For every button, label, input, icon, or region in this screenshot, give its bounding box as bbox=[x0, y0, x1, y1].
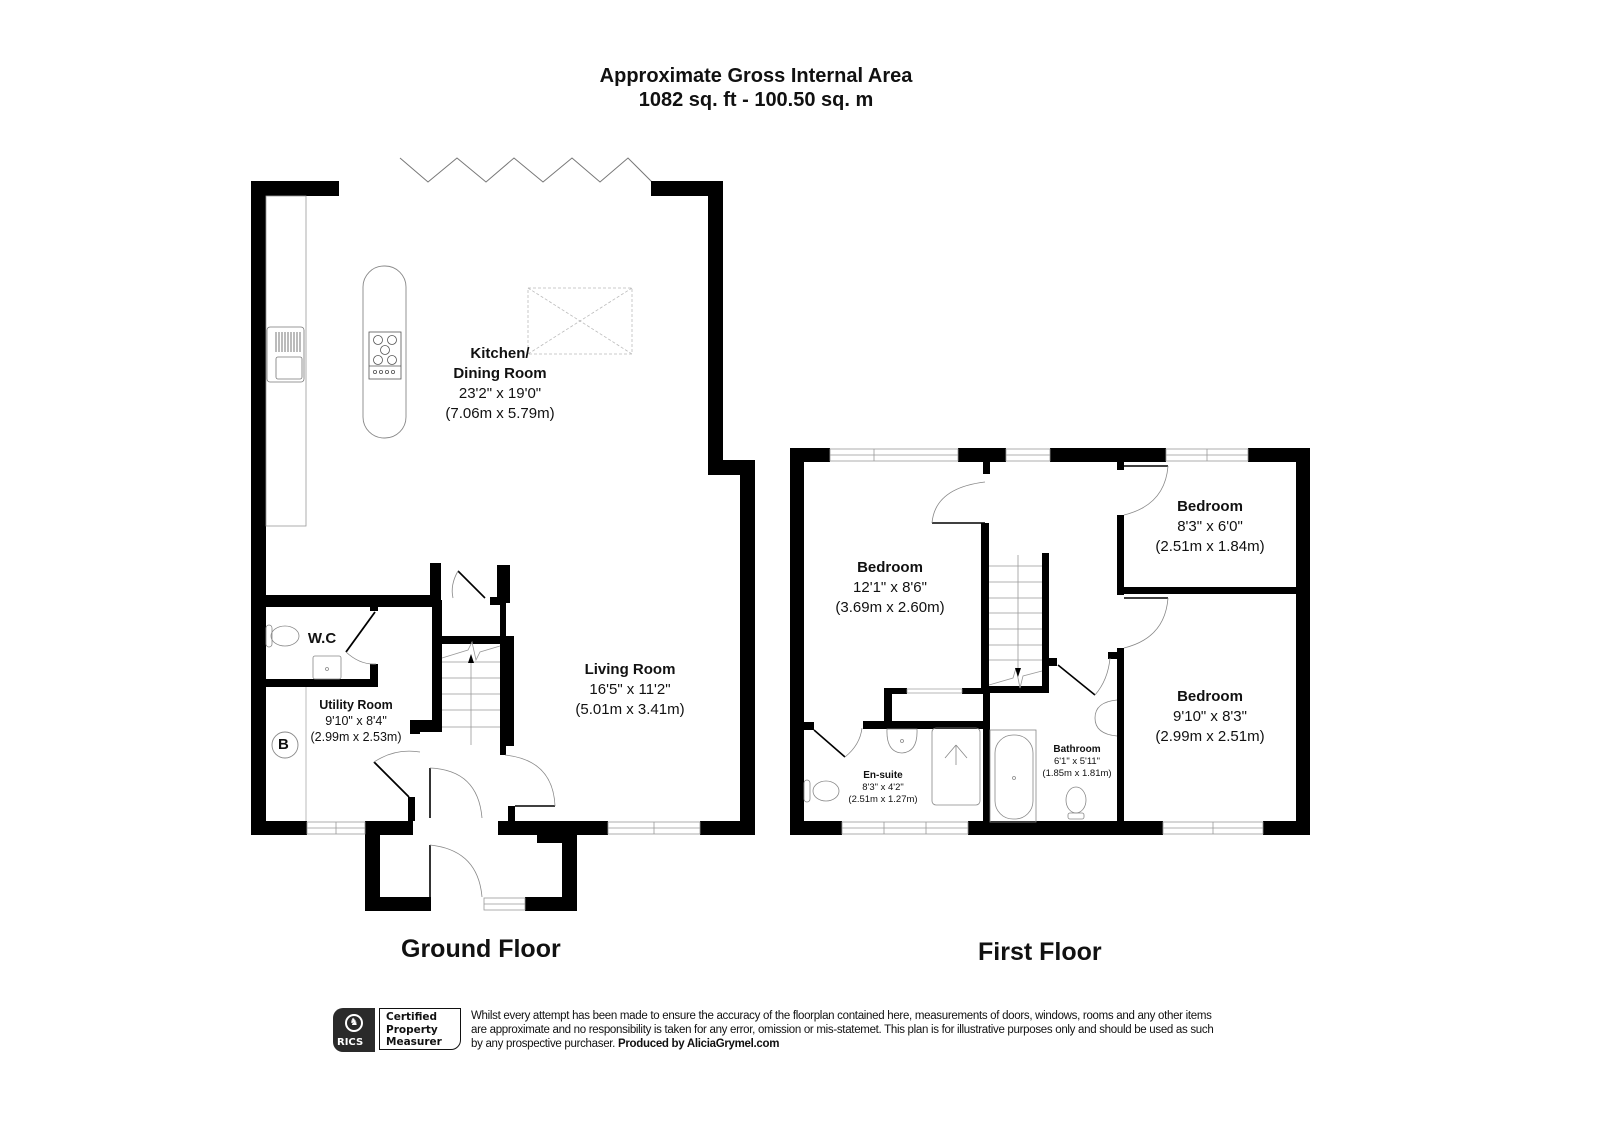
room-name: En-suite bbox=[863, 770, 903, 781]
cert-line-1: Certified bbox=[386, 1011, 438, 1023]
room-dim-metric: (5.01m x 3.41m) bbox=[575, 701, 685, 718]
toilet-icon bbox=[1065, 786, 1087, 814]
area-value: 1082 sq. ft - 100.50 sq. m bbox=[0, 88, 1512, 112]
cert-line-2: Property bbox=[386, 1023, 438, 1036]
producer-credit: Produced by AliciaGrymel.com bbox=[618, 1038, 780, 1050]
room-dim-imperial: 8'3" x 4'2" bbox=[862, 782, 904, 793]
room-dim-metric: (1.85m x 1.81m) bbox=[1042, 768, 1112, 779]
cert-line-3: Measurer bbox=[386, 1036, 442, 1048]
certified-measurer-badge: Certified Property Measurer bbox=[379, 1008, 461, 1050]
room-label-bedroom-3: Bedroom 9'10" x 8'3" (2.99m x 2.51m) bbox=[1140, 687, 1280, 747]
area-title: Approximate Gross Internal Area bbox=[0, 64, 1512, 88]
room-dim-imperial: 12'1" x 8'6" bbox=[853, 579, 927, 596]
area-title-line2: 1082 sq. ft - 100.50 sq. m bbox=[638, 89, 874, 111]
room-dim-imperial: 9'10" x 8'4" bbox=[325, 714, 387, 728]
ground-floor-title: Ground Floor bbox=[401, 935, 561, 963]
room-dim-imperial: 23'2" x 19'0" bbox=[458, 385, 542, 402]
room-dim-imperial: 6'1" x 5'11" bbox=[1053, 756, 1101, 767]
room-dim-metric: (2.51m x 1.27m) bbox=[848, 794, 918, 805]
room-name: Bedroom bbox=[857, 559, 923, 576]
room-name: W.C bbox=[307, 630, 337, 647]
room-label-ensuite: En-suite 8'3" x 4'2" (2.51m x 1.27m) bbox=[838, 770, 928, 806]
room-label-bathroom: Bathroom 6'1" x 5'11" (1.85m x 1.81m) bbox=[1036, 744, 1118, 780]
stair-arrow-icon bbox=[1015, 668, 1021, 677]
room-dim-imperial: 8'3" x 6'0" bbox=[1177, 518, 1243, 535]
room-label-wc: W.C bbox=[300, 629, 344, 649]
room-label-utility-room: Utility Room 9'10" x 8'4" (2.99m x 2.53m… bbox=[296, 697, 416, 745]
disclaimer-body: Whilst every attempt has been made to en… bbox=[471, 1010, 1214, 1050]
shower-icon bbox=[931, 727, 981, 806]
bifold-door-icon bbox=[399, 157, 653, 183]
first-floor-plan bbox=[790, 448, 1310, 835]
kitchen-sink-icon bbox=[266, 326, 305, 383]
stair-arrow-icon bbox=[468, 654, 474, 663]
boiler-label: B bbox=[278, 736, 289, 753]
roof-lantern-icon bbox=[527, 287, 633, 355]
room-name: Bedroom bbox=[1177, 688, 1243, 705]
room-name-line2: Dining Room bbox=[453, 365, 547, 382]
room-dim-metric: (2.99m x 2.51m) bbox=[1155, 728, 1265, 745]
room-dim-imperial: 16'5" x 11'2" bbox=[589, 681, 671, 698]
room-label-bedroom-1: Bedroom 12'1" x 8'6" (3.69m x 2.60m) bbox=[820, 558, 960, 618]
room-dim-metric: (2.99m x 2.53m) bbox=[310, 730, 402, 744]
disclaimer-text: Whilst every attempt has been made to en… bbox=[471, 1009, 1216, 1051]
footer: ♞ RICS Certified Property Measurer Whils… bbox=[333, 1008, 1216, 1052]
basin-icon bbox=[1094, 699, 1118, 737]
area-title-line1: Approximate Gross Internal Area bbox=[599, 65, 913, 87]
ensuite-fixtures bbox=[803, 727, 981, 806]
rics-lion-icon: ♞ bbox=[345, 1014, 363, 1032]
first-floor-title: First Floor bbox=[978, 938, 1102, 966]
room-dim-imperial: 9'10" x 8'3" bbox=[1173, 708, 1247, 725]
rics-logo: ♞ RICS bbox=[333, 1008, 375, 1052]
room-dim-metric: (2.51m x 1.84m) bbox=[1155, 538, 1265, 555]
room-dim-metric: (7.06m x 5.79m) bbox=[445, 405, 555, 422]
basin-icon bbox=[312, 655, 342, 680]
bath-icon bbox=[994, 734, 1034, 820]
bathroom-fixtures bbox=[989, 699, 1118, 823]
first-floor-stairs bbox=[988, 555, 1043, 689]
room-name: Bathroom bbox=[1053, 744, 1101, 755]
hob-icon bbox=[368, 331, 402, 380]
toilet-icon bbox=[265, 624, 300, 648]
room-name: Kitchen/ bbox=[470, 345, 530, 362]
room-name: Bedroom bbox=[1177, 498, 1243, 515]
rics-label: RICS bbox=[337, 1037, 364, 1048]
basin-icon bbox=[886, 728, 918, 754]
toilet-icon bbox=[803, 779, 811, 803]
room-dim-metric: (3.69m x 2.60m) bbox=[835, 599, 945, 616]
room-name: Living Room bbox=[584, 661, 676, 678]
room-label-kitchen-dining: Kitchen/ Dining Room 23'2" x 19'0" (7.06… bbox=[410, 344, 590, 424]
room-label-bedroom-2: Bedroom 8'3" x 6'0" (2.51m x 1.84m) bbox=[1140, 497, 1280, 557]
room-label-living-room: Living Room 16'5" x 11'2" (5.01m x 3.41m… bbox=[550, 660, 710, 720]
boiler-icon bbox=[271, 731, 299, 759]
ground-floor-plan bbox=[251, 157, 755, 911]
room-name: Utility Room bbox=[319, 698, 393, 712]
kitchen-island bbox=[362, 265, 407, 439]
